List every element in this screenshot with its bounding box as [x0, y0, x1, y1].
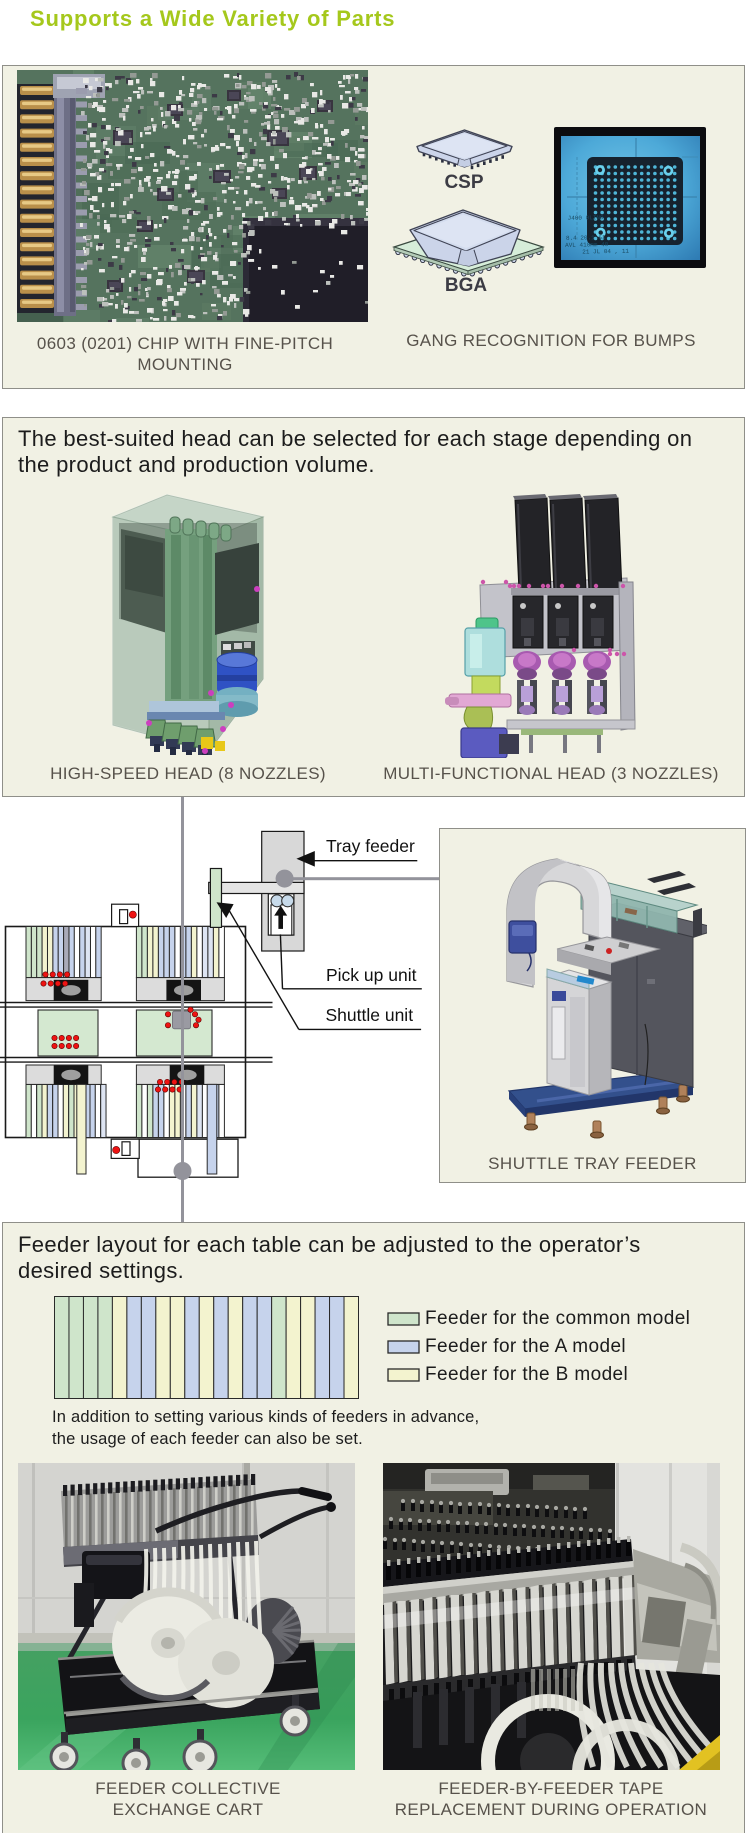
svg-text:Feeder for the common model: Feeder for the common model	[425, 1310, 690, 1329]
svg-text:Feeder for the B model: Feeder for the B model	[425, 1364, 628, 1385]
svg-text:AVL 410mm 40: AVL 410mm 40	[565, 241, 609, 249]
svg-text:J400 0LIN0: J400 0LIN0	[568, 214, 605, 222]
svg-text:Shuttle unit: Shuttle unit	[326, 1005, 414, 1025]
svg-text:21 JL 04 , 11: 21 JL 04 , 11	[582, 248, 629, 256]
svg-text:8.4 20.1 61: 8.4 20.1 61	[566, 234, 606, 242]
svg-text:Tray feeder: Tray feeder	[326, 836, 415, 856]
svg-text:Feeder for the A model: Feeder for the A model	[425, 1336, 626, 1357]
svg-text:Pick up unit: Pick up unit	[326, 965, 417, 985]
